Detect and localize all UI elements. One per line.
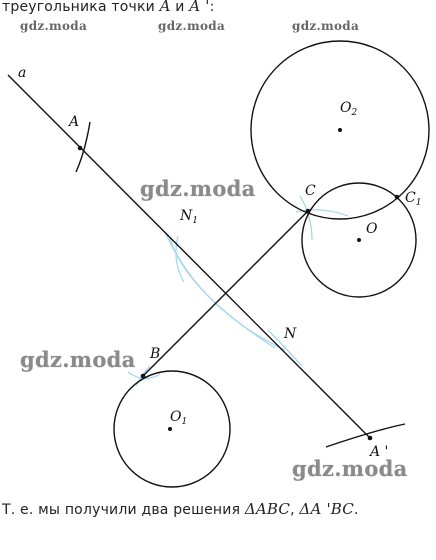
circle-o2: [250, 40, 430, 220]
watermark-small-3: gdz.moda: [292, 19, 360, 33]
point-c1: [394, 194, 400, 200]
watermark-small-2: gdz.moda: [158, 19, 226, 33]
top-point-a-prime: A ': [189, 0, 210, 15]
watermark-big-3: gdz.moda: [292, 456, 408, 481]
label-a: A: [67, 114, 79, 130]
construction-arc-6: [295, 209, 349, 217]
construction-arc-4: [267, 329, 303, 367]
point-c: [305, 208, 311, 214]
label-c: C: [305, 183, 316, 199]
construction-arc-3: [175, 235, 185, 283]
point-o: [357, 238, 361, 242]
label-c1: C1: [405, 190, 421, 208]
line-a: [7, 74, 371, 439]
geometry-diagram: a A N1 N B C C1 O O2 O1 A ': [7, 40, 430, 488]
solution-a-prime-bc: ΔA 'BC: [299, 500, 354, 518]
label-b: B: [149, 346, 160, 362]
point-a: [77, 145, 83, 151]
label-n: N: [283, 326, 297, 342]
label-o1: O1: [170, 409, 187, 427]
arc-at-a-prime: [325, 423, 406, 448]
label-o2: O2: [340, 100, 357, 118]
points: [77, 128, 400, 441]
watermark-small-1: gdz.moda: [20, 19, 88, 33]
solution-abc: ΔABC: [244, 500, 291, 518]
point-b: [140, 373, 146, 379]
label-a-prime: A ': [368, 444, 388, 460]
label-o: O: [366, 221, 378, 237]
segment-bc: [142, 210, 309, 377]
watermark-big-2: gdz.moda: [20, 347, 136, 372]
point-o1: [168, 427, 172, 431]
construction-arc-5: [299, 195, 313, 241]
construction-arcs: [127, 195, 349, 387]
circle-o: [301, 182, 417, 298]
point-a-prime: [367, 435, 373, 441]
top-caption: треугольника точки A и A ':: [2, 0, 215, 15]
point-o2: [338, 128, 342, 132]
main-lines: [7, 40, 430, 488]
circle-o1: [113, 370, 231, 488]
arc-at-a: [75, 121, 91, 173]
top-point-a: A: [159, 0, 171, 15]
watermark-big-1: gdz.moda: [140, 176, 256, 201]
label-n1: N1: [179, 208, 198, 226]
construction-arc-2: [164, 231, 286, 351]
construction-arc-1: [169, 237, 276, 349]
label-line-a: a: [18, 65, 26, 81]
bottom-caption: Т. е. мы получили два решения ΔABC, ΔA '…: [2, 500, 359, 518]
